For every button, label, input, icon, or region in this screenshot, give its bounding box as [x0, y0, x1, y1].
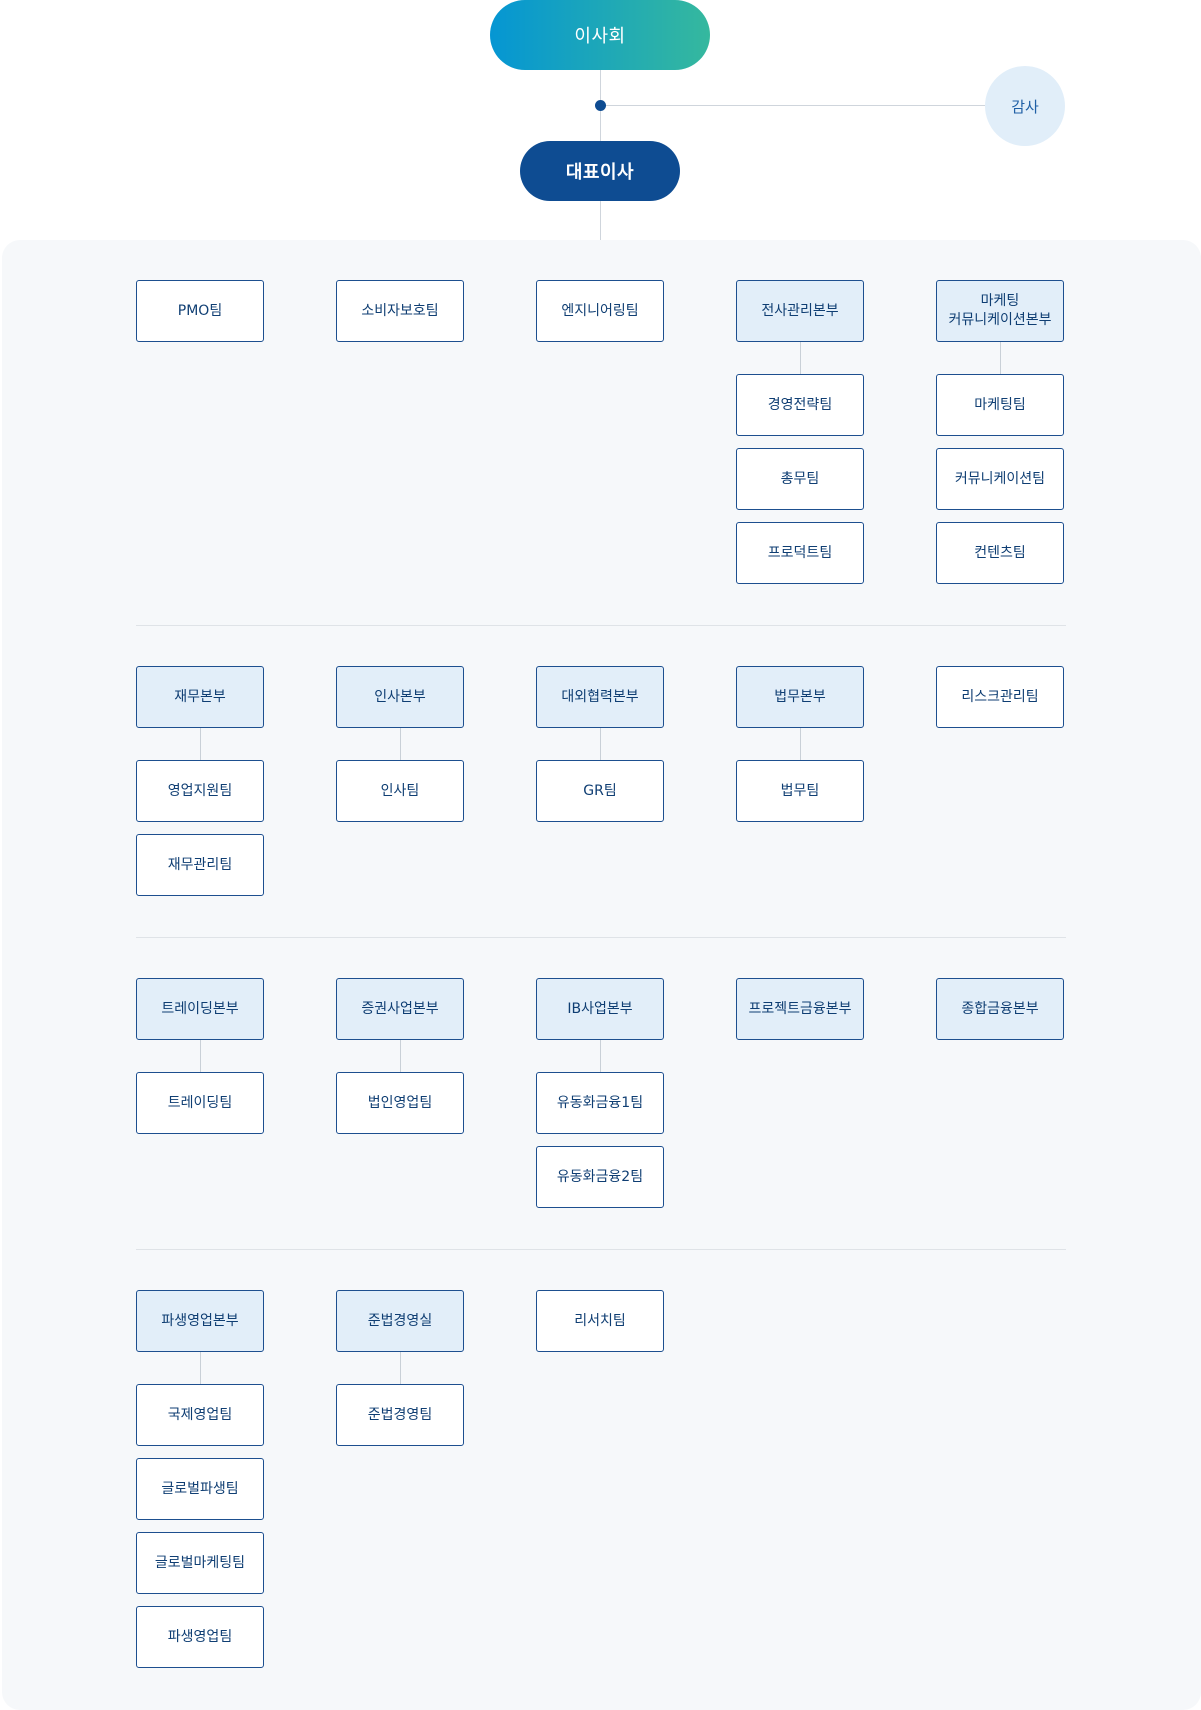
team-box: 컨텐츠팀	[936, 522, 1064, 584]
team-box: 준법경영팀	[336, 1384, 464, 1446]
team-box: 트레이딩팀	[136, 1072, 264, 1134]
division-connector	[200, 728, 201, 760]
team-box: 인사팀	[336, 760, 464, 822]
division-box: 종합금융본부	[936, 978, 1064, 1040]
ceo-to-panel-line	[600, 201, 601, 240]
team-box: 소비자보호팀	[336, 280, 464, 342]
team-box: 법인영업팀	[336, 1072, 464, 1134]
group-separator	[136, 625, 1066, 626]
division-connector	[1000, 342, 1001, 374]
division-box: 인사본부	[336, 666, 464, 728]
division-connector	[200, 1040, 201, 1072]
branch-dot	[595, 100, 606, 111]
division-box: 증권사업본부	[336, 978, 464, 1040]
division-box: IB사업본부	[536, 978, 664, 1040]
team-box: 글로벌마케팅팀	[136, 1532, 264, 1594]
ceo-node: 대표이사	[520, 141, 680, 201]
group-separator	[136, 937, 1066, 938]
team-box: 경영전략팀	[736, 374, 864, 436]
division-box: 전사관리본부	[736, 280, 864, 342]
team-box: 법무팀	[736, 760, 864, 822]
team-box: 유동화금융1팀	[536, 1072, 664, 1134]
team-box: 마케팅팀	[936, 374, 1064, 436]
division-box: 대외협력본부	[536, 666, 664, 728]
team-box: GR팀	[536, 760, 664, 822]
division-box: 파생영업본부	[136, 1290, 264, 1352]
team-box: 총무팀	[736, 448, 864, 510]
team-box: 재무관리팀	[136, 834, 264, 896]
team-box: 유동화금융2팀	[536, 1146, 664, 1208]
division-connector	[600, 1040, 601, 1072]
team-box: 영업지원팀	[136, 760, 264, 822]
division-box: 준법경영실	[336, 1290, 464, 1352]
division-connector	[400, 1040, 401, 1072]
division-connector	[800, 342, 801, 374]
division-box: 법무본부	[736, 666, 864, 728]
team-box: 글로벌파생팀	[136, 1458, 264, 1520]
team-box: 국제영업팀	[136, 1384, 264, 1446]
team-box: 엔지니어링팀	[536, 280, 664, 342]
division-connector	[600, 728, 601, 760]
division-connector	[400, 1352, 401, 1384]
group-separator	[136, 1249, 1066, 1250]
team-box: 리서치팀	[536, 1290, 664, 1352]
division-box: 트레이딩본부	[136, 978, 264, 1040]
division-box: 재무본부	[136, 666, 264, 728]
team-box: 리스크관리팀	[936, 666, 1064, 728]
audit-branch-line	[600, 105, 985, 106]
division-connector	[200, 1352, 201, 1384]
division-box: 마케팅 커뮤니케이션본부	[936, 280, 1064, 342]
team-box: PMO팀	[136, 280, 264, 342]
division-box: 프로젝트금융본부	[736, 978, 864, 1040]
team-box: 커뮤니케이션팀	[936, 448, 1064, 510]
division-connector	[800, 728, 801, 760]
team-box: 파생영업팀	[136, 1606, 264, 1668]
board-node: 이사회	[490, 0, 710, 70]
audit-node: 감사	[985, 66, 1065, 146]
division-connector	[400, 728, 401, 760]
team-box: 프로덕트팀	[736, 522, 864, 584]
